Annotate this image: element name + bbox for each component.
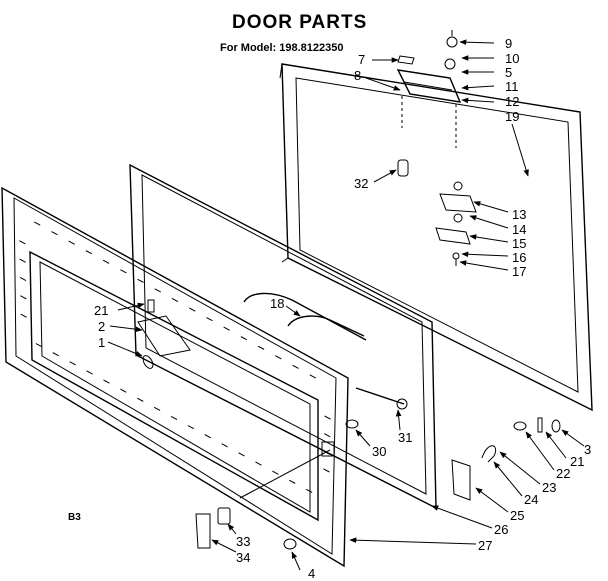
perforation-slot [20, 295, 27, 300]
perforation-slot [323, 450, 331, 455]
label-part-16: 16 [512, 250, 526, 265]
perforation-slot [85, 250, 93, 255]
label-part-2: 2 [98, 319, 105, 334]
perforation-slot [154, 288, 162, 293]
door-latch [137, 299, 191, 369]
perforation-slot [68, 240, 75, 245]
hinge-bracket-top [396, 30, 462, 177]
perforation-slot [221, 443, 228, 448]
perforation-slot [102, 259, 110, 264]
part-labels: 9 10 5 11 12 19 7 8 32 13 14 15 16 17 18… [94, 36, 591, 581]
label-part-3: 3 [584, 442, 591, 457]
perforation-slot [257, 345, 265, 350]
perforation-slot [52, 352, 60, 357]
perforation-slot [223, 326, 230, 331]
perforation-slot [288, 479, 296, 484]
label-part-7: 7 [358, 52, 365, 67]
label-part-23: 23 [542, 480, 556, 495]
perforation-slot [69, 361, 76, 366]
perforation-slot [309, 374, 317, 379]
perforation-slot [238, 452, 245, 457]
perforation-slot [51, 231, 58, 236]
label-part-26: 26 [494, 522, 508, 537]
perforation-slot [305, 488, 313, 493]
model-number: For Model: 198.8122350 [220, 42, 344, 54]
label-part-14: 14 [512, 222, 526, 237]
label-part-8: 8 [354, 68, 361, 83]
spring-link [345, 387, 408, 429]
label-part-33: 33 [236, 534, 250, 549]
perforation-slot [240, 336, 248, 341]
perforation-slot [188, 307, 196, 312]
perforation-slot [33, 221, 41, 226]
label-part-21-latch: 21 [94, 303, 108, 318]
perforation-slot [19, 258, 26, 263]
perforation-slot [86, 370, 93, 375]
label-part-22: 22 [556, 466, 570, 481]
label-part-18: 18 [270, 296, 284, 311]
door-handle-rod [243, 292, 367, 341]
perforation-slot [323, 433, 331, 438]
label-part-1: 1 [98, 335, 105, 350]
leader-lines [107, 39, 585, 571]
label-part-13: 13 [512, 207, 526, 222]
perforation-slot [137, 278, 144, 283]
perforation-slot [120, 388, 127, 393]
label-part-12: 12 [505, 94, 519, 109]
lower-left-parts [195, 441, 335, 550]
label-part-4: 4 [308, 566, 315, 581]
perforation-slot [170, 415, 178, 421]
perforation-slot [120, 269, 127, 274]
diagram-title: DOOR PARTS [232, 12, 368, 33]
perforation-slot [204, 434, 212, 439]
label-part-10: 10 [505, 51, 519, 66]
label-part-25: 25 [510, 508, 524, 523]
perforation-slot [35, 343, 43, 348]
label-part-5: 5 [505, 65, 512, 80]
perforation-slot [171, 297, 179, 303]
lower-hinge-parts [451, 417, 561, 501]
perforation-slot [323, 468, 330, 473]
label-part-21-hinge: 21 [570, 454, 584, 469]
perforation-slot [255, 461, 262, 466]
label-part-15: 15 [512, 236, 526, 251]
label-part-27: 27 [478, 538, 492, 553]
perforation-slot [136, 397, 144, 402]
outer-door-panel [279, 63, 593, 412]
perforation-slot [292, 364, 299, 369]
perforation-slot [103, 379, 110, 384]
label-part-17: 17 [512, 264, 526, 279]
inner-door-panel [1, 186, 349, 568]
perforation-slot [19, 240, 26, 245]
perforation-slot [20, 313, 27, 318]
perforation-slot [187, 425, 195, 430]
perforation-slot [275, 355, 282, 360]
perforation-slot [324, 415, 331, 420]
perforation-slot [272, 470, 279, 475]
hinge-parts-lower [435, 181, 477, 266]
perforation-slot [206, 317, 213, 322]
page-code: B3 [68, 512, 81, 523]
label-part-32: 32 [354, 176, 368, 191]
label-part-30: 30 [372, 444, 386, 459]
label-part-24: 24 [524, 492, 538, 507]
perforation-slot [19, 276, 27, 282]
perforation-slot [153, 406, 161, 411]
label-part-19: 19 [505, 109, 519, 124]
label-part-9: 9 [505, 36, 512, 51]
label-part-11: 11 [505, 79, 519, 94]
label-part-31: 31 [398, 430, 412, 445]
label-part-34: 34 [236, 550, 250, 565]
